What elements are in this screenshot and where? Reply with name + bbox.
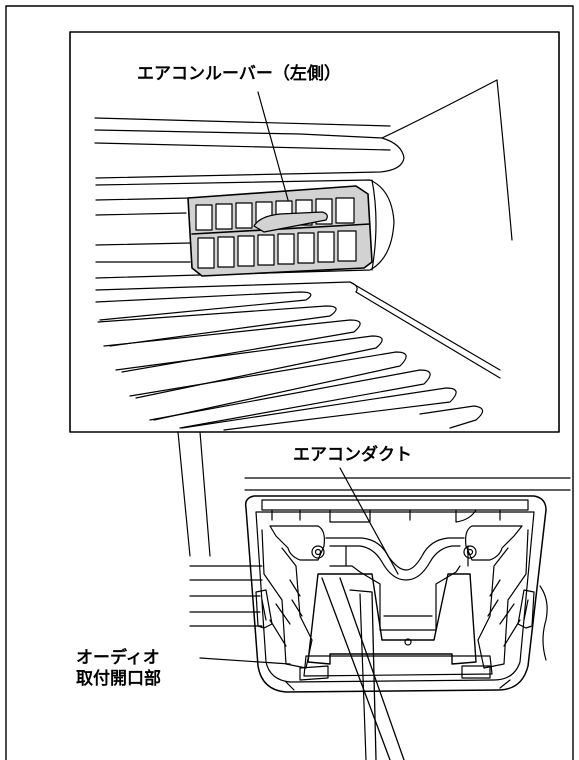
pivot-right: [463, 545, 477, 559]
duct-leader-line: [339, 467, 399, 575]
rib-line: [129, 351, 407, 421]
side-clip-left-detail: [261, 599, 267, 621]
zoom-connector: [177, 431, 191, 557]
side-clip-left: [255, 589, 273, 629]
aircon-louver-left: [187, 185, 373, 277]
console-shell: [244, 495, 547, 693]
dash-upper-line: [94, 117, 391, 127]
aircon-duct: [325, 537, 469, 646]
label-audio-mount-opening: オーディオ 取付開口部: [76, 648, 161, 690]
zoom-detail-panel: [69, 31, 560, 433]
pivot-left: [311, 545, 325, 559]
vent-housing-inner: [371, 179, 377, 271]
rib-line: [115, 335, 383, 399]
label-audio-line2: 取付開口部: [76, 669, 161, 689]
rib-line: [419, 405, 484, 429]
outer-frame: [5, 5, 574, 760]
dash-top-arc: [381, 79, 498, 139]
side-contour-left: [261, 529, 313, 669]
dash-horizon-line: [95, 212, 187, 216]
dash-lower-curve: [95, 281, 358, 293]
rib-line: [97, 305, 337, 347]
lower-tray-slot: [299, 665, 329, 681]
rib-line: [149, 369, 431, 429]
side-clip-right: [517, 589, 535, 629]
side-contour-right: [477, 529, 529, 669]
tool-line: [359, 593, 367, 760]
zoom-frame: [69, 31, 560, 433]
dash-upper-line: [94, 142, 391, 151]
console-top-detail: [271, 509, 501, 523]
side-hatch-right: [487, 579, 521, 647]
louver-leader-line: [257, 91, 289, 201]
rib-line: [181, 387, 457, 431]
label-aircon-duct: エアコンダクト: [293, 445, 412, 466]
dash-curve: [95, 137, 405, 179]
vent-housing: [95, 179, 395, 279]
lower-tray-foot: [285, 679, 511, 691]
pivot-left-inner: [314, 548, 322, 556]
label-audio-line1: オーディオ: [76, 648, 160, 668]
lower-tray-slot: [461, 665, 491, 679]
side-clip-right-detail: [523, 599, 529, 621]
label-aircon-louver-left: エアコンルーバー（左側）: [137, 64, 341, 85]
bracket-right: [465, 525, 523, 561]
bracket-left: [269, 525, 325, 561]
console-main-view: [189, 477, 571, 760]
rib-line: [103, 319, 361, 373]
duct-opening: [307, 573, 477, 665]
console-top-rail: [261, 499, 529, 511]
console-edge: [349, 281, 501, 371]
side-hatch-left: [269, 579, 303, 647]
dash-right-line: [496, 79, 513, 241]
dash-horizon-line: [95, 197, 191, 201]
console-shell-inner: [255, 511, 535, 683]
zoom-connector: [199, 431, 211, 557]
tool-line: [339, 577, 405, 760]
rib-line: [95, 291, 312, 321]
dash-upper-line: [94, 129, 383, 139]
lower-tray: [303, 655, 493, 677]
tool-line: [349, 589, 377, 760]
tool-line: [321, 577, 391, 760]
console-edge: [355, 291, 501, 379]
dash-horizon-line: [95, 242, 191, 246]
right-cable: [539, 585, 548, 661]
audio-leader-line: [199, 657, 291, 665]
